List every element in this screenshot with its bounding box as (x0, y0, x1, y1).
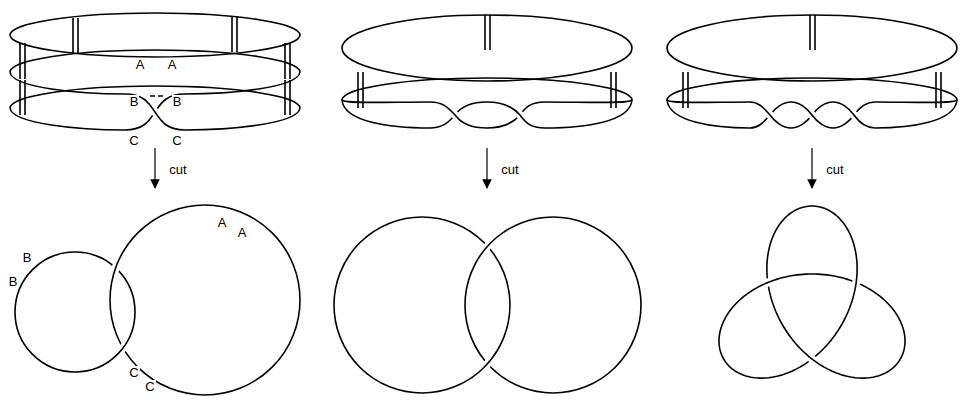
crossing-label: B (172, 95, 183, 108)
crossing-label: B (8, 275, 19, 288)
crossing-label: A (217, 216, 228, 229)
cut-label: cut (168, 163, 187, 176)
cut-label: cut (500, 163, 519, 176)
crossing-label: A (135, 58, 146, 71)
crossing-label: C (171, 134, 182, 147)
crossing-label: C (128, 134, 139, 147)
crossing-label: A (167, 58, 178, 71)
cut-label: cut (825, 163, 844, 176)
crossing-label: B (22, 251, 33, 264)
crossing-label: C (128, 366, 139, 379)
crossing-label: C (144, 380, 155, 393)
crossing-label: B (129, 95, 140, 108)
crossing-label: A (237, 226, 248, 239)
